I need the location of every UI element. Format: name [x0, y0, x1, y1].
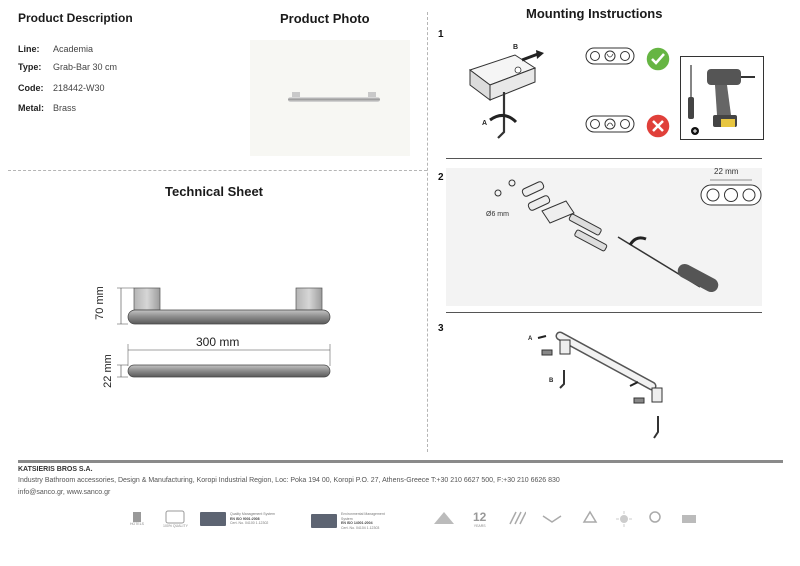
step-2-drill-label: Ø6 mm — [486, 211, 509, 218]
step-3-assembly-illustration — [537, 331, 663, 439]
factory-icon — [682, 515, 696, 523]
spec-metal-key: Metal: — [18, 103, 45, 113]
product-description-title: Product Description — [18, 11, 133, 25]
mount-plate-correct — [585, 47, 635, 65]
cert-hotels: HOTELS — [130, 510, 144, 526]
step-2-screws-illustration — [494, 179, 719, 293]
spec-line: Line: Academia — [18, 44, 93, 54]
iso-14001-cert: Cert. No. 04104 1.12303 — [341, 525, 380, 530]
cert-recycle — [582, 510, 598, 526]
drill-screwdriver-icon — [688, 65, 755, 135]
technical-sheet-title: Technical Sheet — [165, 184, 264, 199]
spec-metal-value: Brass — [53, 103, 77, 113]
cert-circle — [648, 510, 662, 524]
dim-height-label: 70 mm — [94, 286, 106, 320]
dim-length-label: 300 mm — [196, 335, 240, 349]
cert-years: 12 YEARS — [473, 510, 486, 528]
cert-sun — [615, 510, 633, 528]
vertical-divider — [427, 12, 428, 452]
product-photo — [250, 40, 410, 156]
grab-bar-photo — [288, 92, 380, 102]
cert-stripes — [508, 510, 526, 526]
spec-code: Code: 218442-W30 — [18, 83, 105, 93]
cert-factory — [680, 510, 698, 524]
spec-code-key: Code: — [18, 83, 44, 93]
spec-code-value: 218442-W30 — [53, 83, 105, 93]
quality-badge-icon — [165, 510, 185, 524]
cert-iso-9001: Quality Management System EN ISO 9001:20… — [200, 512, 284, 526]
stripes-icon — [509, 511, 526, 525]
step-3-label-b: B — [549, 378, 554, 384]
cert-award — [432, 510, 456, 526]
cert-years-label: YEARS — [473, 524, 486, 528]
step-1-number: 1 — [438, 29, 444, 40]
spec-type-value: Grab-Bar 30 cm — [53, 62, 118, 72]
technical-drawing — [117, 287, 331, 378]
step-2-mount-plate — [700, 179, 762, 206]
company-address: Industry Bathroom accessories, Design & … — [18, 477, 560, 484]
circle-arrow-icon — [649, 511, 661, 523]
iso-9001-code: EN ISO 9001:2008 — [230, 516, 260, 521]
step-3-label-a: A — [528, 336, 533, 342]
sun-icon — [616, 511, 632, 527]
iso-14001-title: Environmental Management System — [341, 512, 385, 521]
cross-icon — [645, 113, 671, 139]
recycle-icon — [582, 510, 598, 523]
step-divider-1 — [446, 158, 762, 159]
iso-9001-cert: Cert. No. 04100 1.12302 — [230, 521, 269, 526]
step-divider-2 — [446, 312, 762, 313]
step-1-bracket-illustration — [468, 50, 544, 139]
cert-hotels-label: HOTELS — [130, 522, 145, 526]
step-3-number: 3 — [438, 323, 444, 334]
iso-14001-code: EN ISO 14001:2004 — [341, 521, 373, 526]
step-2-number: 2 — [438, 172, 444, 183]
iso-14001-text: Environmental Management System EN ISO 1… — [341, 512, 395, 530]
step-2-spacing-label: 22 mm — [714, 167, 739, 176]
award-icon — [434, 512, 454, 524]
mounting-instructions-title: Mounting Instructions — [526, 6, 663, 21]
spec-type-key: Type: — [18, 62, 42, 72]
iso-9001-logo — [200, 512, 226, 526]
footer-divider — [18, 460, 783, 463]
product-photo-title: Product Photo — [280, 11, 370, 26]
cert-wave — [541, 510, 563, 524]
spec-metal: Metal: Brass — [18, 103, 76, 113]
cert-quality-label: 100% QUALITY — [163, 524, 188, 528]
mount-plate-wrong — [585, 115, 635, 133]
spec-type: Type: Grab-Bar 30 cm — [18, 62, 117, 72]
tools-box — [680, 56, 764, 140]
step-1-label-a: A — [482, 120, 488, 127]
iso-14001-logo — [311, 514, 337, 529]
iso-9001-title: Quality Management System — [230, 512, 275, 517]
wave-icon — [542, 515, 562, 523]
cert-iso-14001: Environmental Management System EN ISO 1… — [311, 512, 395, 530]
spec-line-value: Academia — [53, 44, 94, 54]
company-contact: info@sanco.gr, www.sanco.gr — [18, 489, 111, 496]
spec-line-key: Line: — [18, 44, 40, 54]
left-horizontal-divider — [8, 170, 427, 171]
cert-years-number: 12 — [473, 510, 487, 524]
hotel-icon — [133, 512, 141, 522]
step-1-label-b: B — [513, 44, 519, 51]
company-name: KATSIERIS BROS S.A. — [18, 466, 93, 473]
cert-quality: 100% QUALITY — [163, 510, 188, 528]
dim-diameter-label: 22 mm — [102, 354, 114, 388]
check-icon — [645, 46, 671, 72]
iso-9001-text: Quality Management System EN ISO 9001:20… — [230, 512, 284, 526]
